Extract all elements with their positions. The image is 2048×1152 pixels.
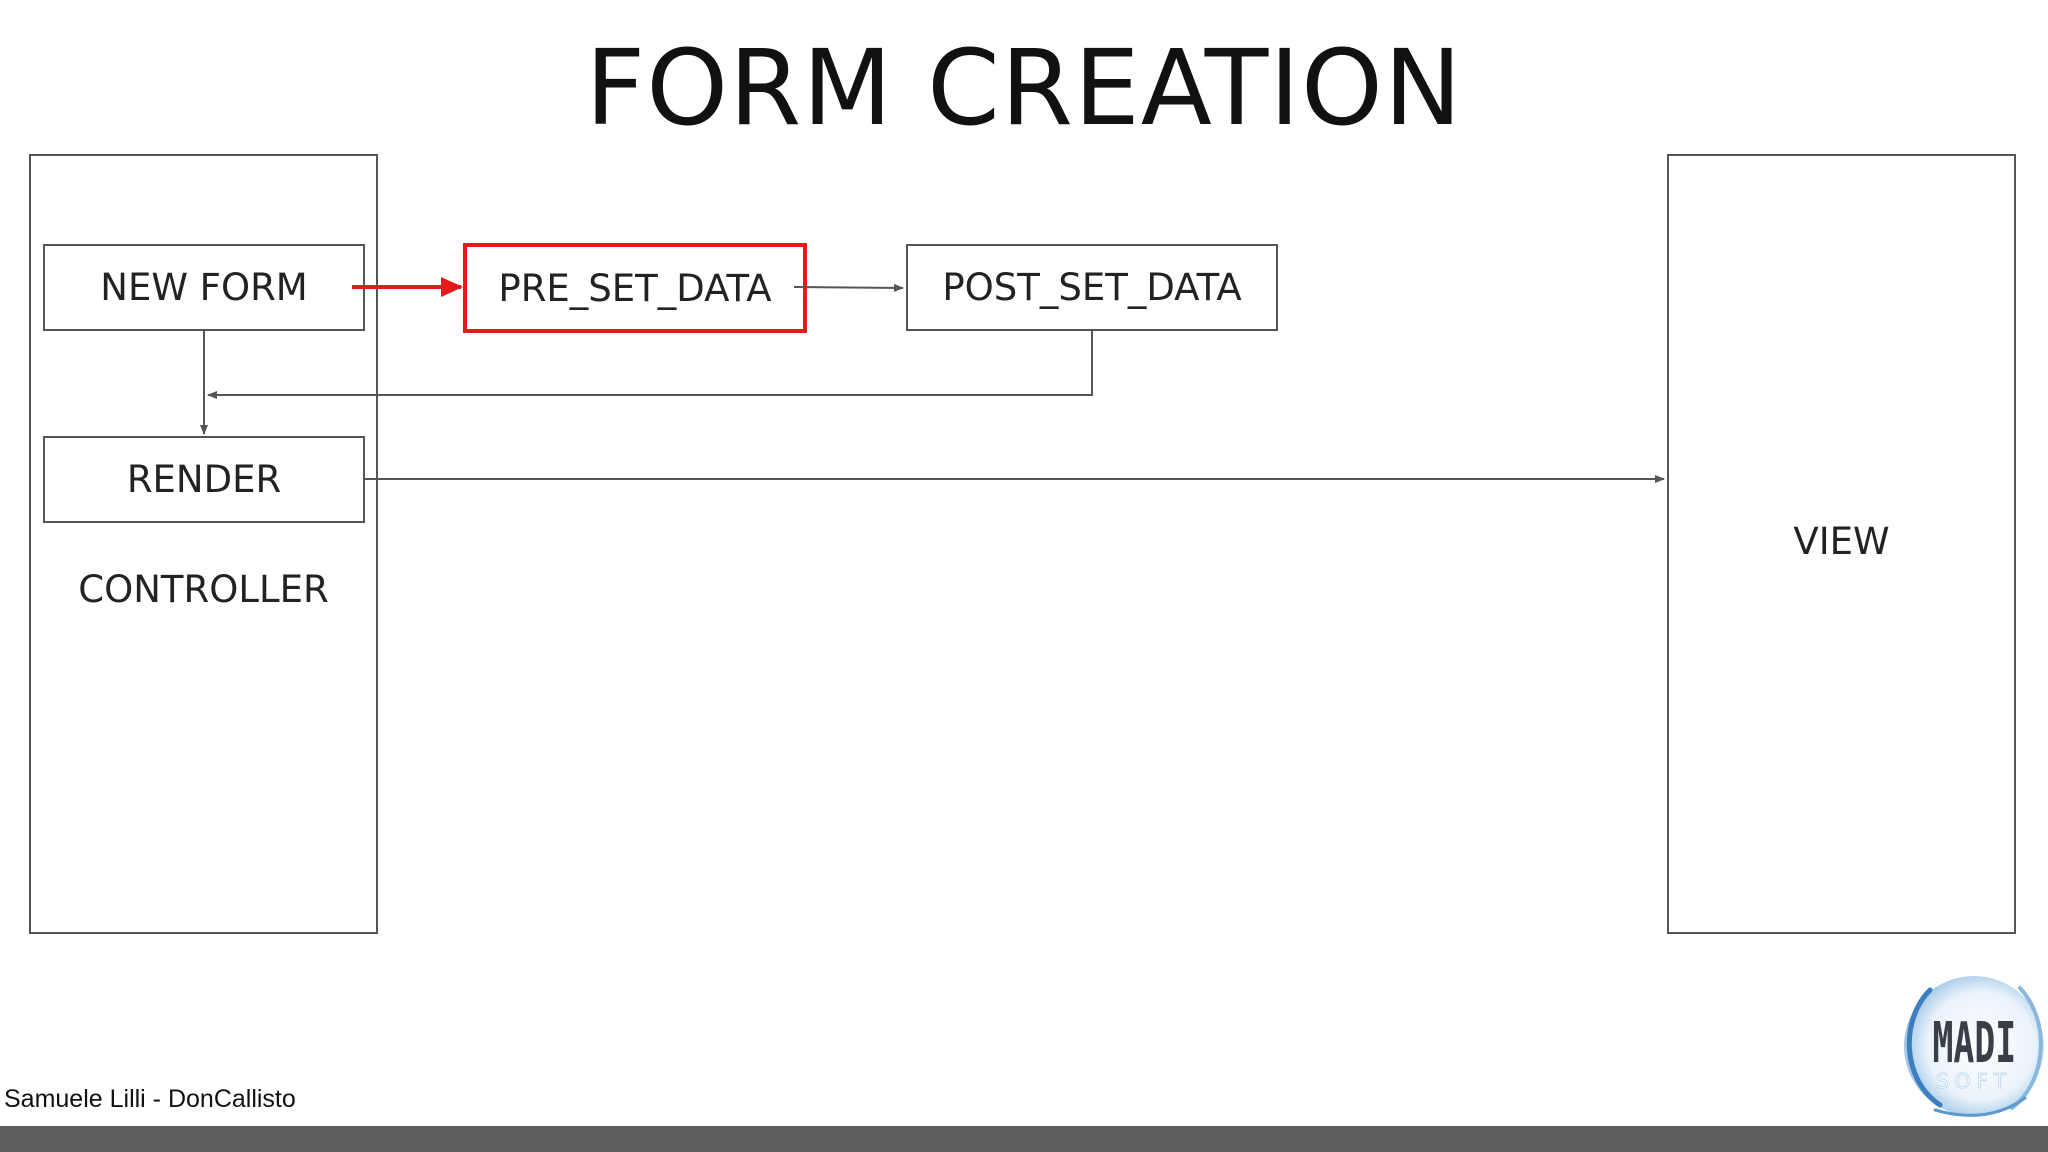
post-set-data-node: POST_SET_DATA: [906, 244, 1278, 331]
author-credit: Samuele Lilli - DonCallisto: [4, 1085, 296, 1113]
arrow-post-set-data-return: [207, 331, 1093, 399]
madi-soft-logo: MADI SOFT: [1904, 976, 2044, 1117]
logo-text-bottom: SOFT: [1936, 1069, 2012, 1093]
new-form-node: NEW FORM: [43, 244, 365, 331]
view-label: VIEW: [1793, 520, 1890, 563]
render-node: RENDER: [43, 436, 365, 523]
arrow-pre-set-data-to-post-set-data: [793, 283, 904, 292]
pre-set-data-node: PRE_SET_DATA: [463, 243, 807, 333]
logo-text-top: MADI: [1933, 1010, 2017, 1075]
bottom-bar: [0, 1126, 2048, 1152]
slide-title: FORM CREATION: [585, 27, 1463, 149]
view-container: [1667, 154, 2016, 934]
controller-label: CONTROLLER: [78, 568, 329, 611]
